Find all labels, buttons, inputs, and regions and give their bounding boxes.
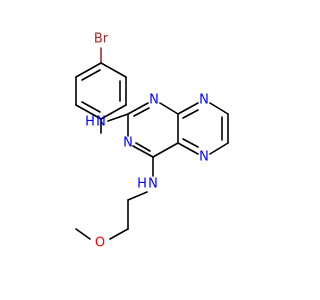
- bond-ring-a1: [100, 62, 127, 78]
- bond-ring-a3: [100, 104, 127, 120]
- bond-ring-a4-double: [81, 101, 101, 113]
- bond-nh-ch2: [127, 191, 148, 201]
- bonds: [75, 47, 229, 240]
- bond-c2-n1-double: [133, 107, 150, 117]
- atom-n1: N: [149, 93, 159, 108]
- molecule-structure: Br N H N N N N N H O: [75, 32, 229, 251]
- bond-c2-n1: [127, 102, 149, 115]
- bond-ch2-o: [109, 228, 129, 240]
- bond-c8a-n8: [177, 102, 199, 115]
- atom-nh-aryl-n: N: [96, 115, 106, 130]
- atom-n5: N: [199, 150, 209, 165]
- bond-c4-n3-double: [135, 142, 151, 152]
- atom-labels: Br N H N N N N N H O: [85, 32, 209, 251]
- bond-c4a-c4: [152, 142, 179, 158]
- atom-n8: N: [199, 93, 209, 108]
- bond-ring-a6: [75, 62, 102, 78]
- bond-n8-c7: [209, 102, 229, 115]
- bond-nh-c2: [107, 113, 129, 122]
- atom-nh-alkyl-h: H: [137, 177, 147, 192]
- atom-nh-alkyl-n: N: [148, 177, 158, 192]
- bond-ring-a4: [75, 104, 102, 120]
- bond-c4-n3: [132, 145, 154, 158]
- atom-br: Br: [94, 32, 109, 47]
- bond-o-ch3: [75, 228, 91, 240]
- bond-n1-c8a: [159, 102, 179, 115]
- bond-n5-c4a-double: [182, 138, 199, 148]
- atom-o: O: [95, 236, 105, 251]
- bond-c6-n5: [209, 142, 229, 155]
- atom-n3: N: [123, 136, 133, 151]
- bond-c8a-n8-double: [182, 109, 199, 119]
- bond-n5-c4a: [177, 142, 199, 155]
- bond-ring-a6-double: [81, 69, 101, 81]
- atom-nh-aryl-h: H: [85, 115, 95, 130]
